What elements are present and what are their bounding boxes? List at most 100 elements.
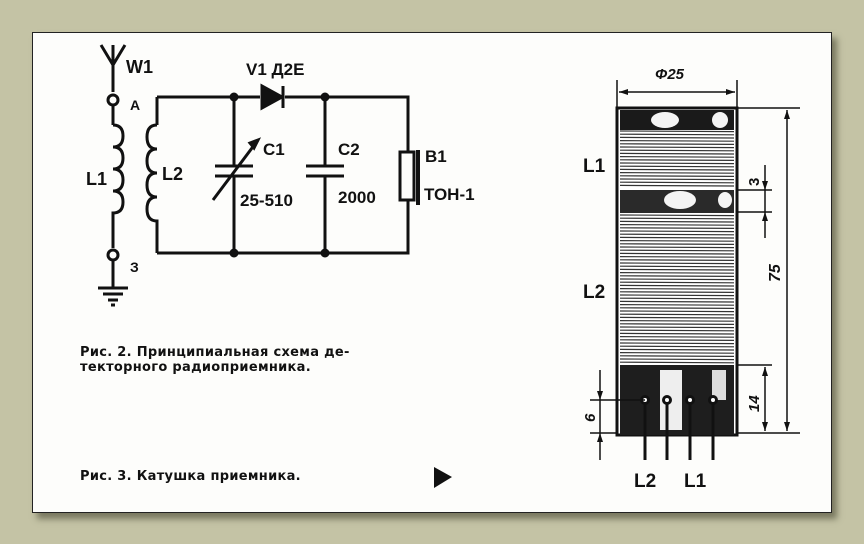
winding-turn xyxy=(619,304,735,306)
schematic-labels: W1 V1 Д2Е L1 L2 А З C1 25-510 C2 2000 B1… xyxy=(86,57,475,275)
winding-turn xyxy=(619,259,735,261)
winding-turn xyxy=(619,332,735,335)
winding-turn xyxy=(619,281,735,284)
terminal-z xyxy=(106,248,120,262)
winding-turn xyxy=(619,220,735,223)
label-pins-l1: L1 xyxy=(684,471,707,492)
junction-dots xyxy=(229,92,330,258)
winding-l2 xyxy=(619,214,735,364)
winding-turn xyxy=(619,152,735,155)
label-w1: W1 xyxy=(126,57,153,77)
winding-turn xyxy=(619,162,735,165)
label-c2-value: 2000 xyxy=(338,188,376,207)
winding-turn xyxy=(619,297,735,300)
caption-fig2-line1: Рис. 2. Принципиальная схема де- xyxy=(80,345,350,360)
winding-turn xyxy=(619,294,735,297)
winding-turn xyxy=(619,136,735,139)
winding-turn xyxy=(619,313,735,316)
circuit-schematic xyxy=(98,44,420,307)
winding-turn xyxy=(619,291,735,293)
winding-turn xyxy=(619,336,735,338)
winding-turn xyxy=(619,224,735,226)
winding-turn xyxy=(619,246,735,249)
winding-turn xyxy=(619,320,735,322)
diode-v1 xyxy=(260,83,286,111)
coil-pins xyxy=(640,395,718,460)
bottom-wire xyxy=(157,200,410,255)
winding-turn xyxy=(619,252,735,255)
winding-turn xyxy=(619,345,735,348)
winding-turn xyxy=(619,256,735,258)
winding-turn xyxy=(619,352,735,354)
label-term-a: А xyxy=(130,97,140,113)
winding-turn xyxy=(619,178,735,181)
winding-turn xyxy=(619,130,735,133)
winding-turn xyxy=(619,175,735,177)
winding-turn xyxy=(619,358,735,361)
winding-turn xyxy=(619,361,735,364)
label-bottom: 14 xyxy=(746,395,763,412)
winding-turn xyxy=(619,233,735,236)
winding-turn xyxy=(619,310,735,313)
winding-turn xyxy=(619,307,735,309)
headphones-b1 xyxy=(398,150,416,202)
winding-turn xyxy=(619,268,735,271)
winding-turn xyxy=(619,181,735,184)
winding-turn xyxy=(619,278,735,281)
label-length: 75 xyxy=(767,263,784,282)
winding-turn xyxy=(619,240,735,242)
winding-turn xyxy=(619,316,735,319)
coil-l1 xyxy=(111,123,125,248)
winding-l1 xyxy=(619,130,735,187)
winding-turn xyxy=(619,143,735,145)
antenna-icon xyxy=(99,44,127,92)
label-pin-offset: 6 xyxy=(582,413,599,422)
winding-turn xyxy=(619,165,735,168)
label-coil-l2: L2 xyxy=(583,282,605,303)
dimension-lines xyxy=(590,80,800,460)
winding-turn xyxy=(619,272,735,274)
variable-arrow xyxy=(211,139,260,201)
winding-turn xyxy=(619,133,735,136)
label-pins-l2: L2 xyxy=(634,471,656,492)
winding-turn xyxy=(619,288,735,290)
label-phones-type: ТОН-1 xyxy=(424,185,475,204)
label-diameter: Φ25 xyxy=(655,66,685,83)
winding-turn xyxy=(619,230,735,233)
winding-turn xyxy=(619,227,735,229)
winding-turn xyxy=(619,249,735,252)
winding-turn xyxy=(619,300,735,303)
label-coil-l1: L1 xyxy=(583,156,606,177)
label-c1-value: 25-510 xyxy=(240,191,293,210)
label-l2: L2 xyxy=(162,164,183,184)
label-c2: C2 xyxy=(338,140,360,159)
winding-turn xyxy=(619,217,735,220)
label-diode: V1 Д2Е xyxy=(246,60,304,79)
winding-turn xyxy=(619,329,735,332)
winding-turn xyxy=(619,140,735,142)
winding-turn xyxy=(619,184,735,187)
winding-turn xyxy=(619,243,735,245)
winding-turn xyxy=(619,262,735,265)
label-b1: B1 xyxy=(425,147,447,166)
capacitor-c1 xyxy=(215,164,253,178)
winding-turn xyxy=(619,149,735,152)
coil-drawing: Φ25 75 3 14 6 L1 L2 L2 L1 xyxy=(582,66,800,492)
dimension-arrows xyxy=(597,89,790,442)
capacitor-c2 xyxy=(306,164,344,178)
label-term-z: З xyxy=(130,259,139,275)
ground-icon xyxy=(98,286,128,307)
caption-fig3: Рис. 3. Катушка приемника. xyxy=(80,469,301,484)
winding-turn xyxy=(619,339,735,341)
winding-turn xyxy=(619,275,735,277)
winding-turn xyxy=(619,323,735,325)
label-l1: L1 xyxy=(86,169,107,189)
label-c1: C1 xyxy=(263,140,285,159)
winding-turn xyxy=(619,156,735,158)
winding-turn xyxy=(619,214,735,217)
winding-turn xyxy=(619,159,735,161)
winding-turn xyxy=(619,284,735,287)
coil-l2 xyxy=(145,123,159,253)
winding-turn xyxy=(619,348,735,351)
